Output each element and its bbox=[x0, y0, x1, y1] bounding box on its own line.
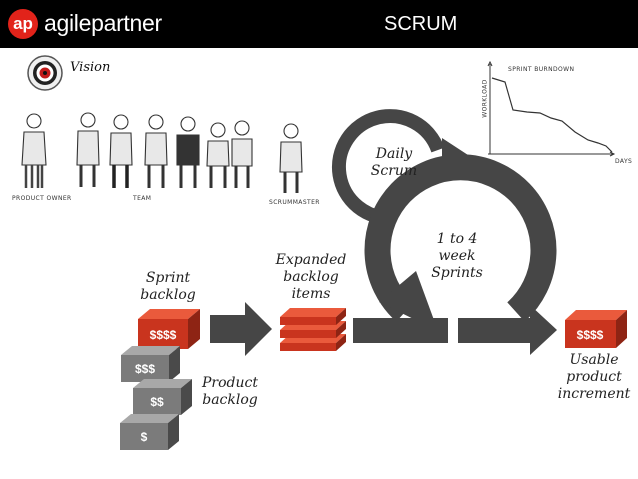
flow-arrow-sprint-to-expanded bbox=[210, 302, 272, 356]
increment-box bbox=[565, 310, 627, 348]
team-label: TEAM bbox=[133, 195, 152, 202]
burndown-chart bbox=[487, 60, 616, 157]
page-title: SCRUM bbox=[384, 13, 458, 35]
burndown-ylabel: WORKLOAD bbox=[481, 79, 489, 118]
burndown-line bbox=[491, 77, 613, 153]
logo-mark: ap bbox=[8, 9, 38, 39]
sprint-backlog-label: Sprint backlog bbox=[140, 270, 196, 303]
product-owner-label: PRODUCT OWNER bbox=[12, 195, 72, 202]
product-backlog-stack bbox=[120, 346, 192, 450]
flow-arrow-into-cycle bbox=[353, 318, 448, 343]
increment-money-label: $$$$ bbox=[577, 328, 604, 342]
expanded-items-label: Expanded backlog items bbox=[275, 252, 347, 302]
logo-text: agilepartner bbox=[44, 10, 162, 36]
daily-scrum-label: Daily Scrum bbox=[370, 146, 418, 179]
team-sketch bbox=[21, 112, 303, 193]
sprint-cycle-arrow bbox=[364, 154, 557, 331]
product-money-label-3: $ bbox=[141, 430, 148, 444]
product-money-label-1: $$$ bbox=[135, 362, 155, 376]
product-money-label-2: $$ bbox=[150, 395, 164, 409]
target-icon bbox=[27, 55, 63, 91]
flow-arrow-to-increment bbox=[458, 305, 557, 355]
team-figures bbox=[76, 112, 253, 188]
sprint-backlog-box bbox=[138, 309, 200, 349]
product-owner-figure bbox=[21, 113, 47, 188]
burndown-title: SPRINT BURNDOWN bbox=[508, 66, 575, 73]
scrummaster-label: SCRUMMASTER bbox=[269, 199, 320, 206]
vision-label: Vision bbox=[70, 60, 111, 75]
usable-increment-label: Usable product increment bbox=[557, 352, 631, 402]
sprint-money-label: $$$$ bbox=[150, 328, 177, 342]
sprint-length-label: 1 to 4 week Sprints bbox=[431, 231, 483, 281]
burndown-xlabel: DAYS bbox=[615, 158, 633, 165]
product-backlog-label: Product backlog bbox=[202, 375, 258, 408]
expanded-items-stack bbox=[280, 308, 346, 351]
header-bar: ap agilepartner SCRUM bbox=[0, 0, 638, 48]
scrummaster-figure bbox=[279, 123, 303, 193]
